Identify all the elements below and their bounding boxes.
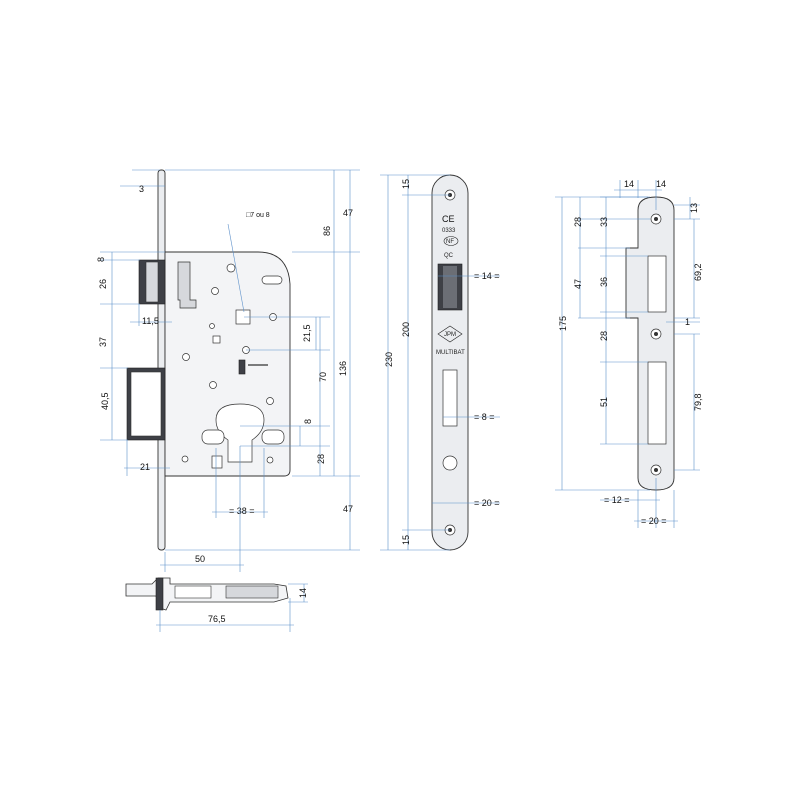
dim-faceplate-plate-width: = 20 =	[474, 498, 500, 508]
dim-strike-edge-13: 13	[689, 203, 699, 213]
case-slot	[261, 275, 283, 285]
qc-mark: QC	[444, 253, 454, 259]
dim-faceplate-thickness: 3	[139, 184, 144, 194]
dim-strike-total-height: 175	[558, 316, 568, 331]
dim-strike-step-1: 1	[685, 317, 690, 327]
latch-bolt-face	[145, 261, 159, 303]
key-slot	[238, 359, 246, 375]
cylinder-cutout	[215, 403, 265, 463]
lock-body-view: □7 ou 8	[126, 169, 291, 551]
dim-faceplate-bolt-width: = 8 =	[474, 412, 495, 422]
dead-bolt-face	[130, 371, 162, 437]
dim-top-margin: 47	[343, 208, 353, 218]
cylinder-cam-slot	[261, 429, 285, 445]
faceplate-view: CE 0333 NF QC JPM MULTIBAT	[431, 174, 469, 551]
strike-plate-body	[625, 196, 675, 491]
strike-screw-hole-inner	[654, 332, 658, 336]
strike-plate-dimensions: 175 28 47 33 36 28 51 14 14 13 69,2 1	[555, 179, 703, 528]
dim-total-width: 76,5	[208, 614, 226, 624]
dim-latch-offset: 8	[96, 257, 106, 262]
dim-follower-to-cylinder: 70	[318, 372, 328, 382]
case-hole	[211, 287, 219, 295]
dim-strike-bolt-opening: 51	[599, 397, 609, 407]
dim-latch-height: 26	[98, 279, 108, 289]
dim-depth: 14	[298, 588, 308, 598]
strike-latch-opening	[647, 255, 667, 313]
dim-bolt-height: 40,5	[100, 392, 110, 410]
dim-strike-lip-69-2: 69,2	[693, 263, 703, 281]
strike-plate-view	[625, 196, 675, 491]
case-hole	[266, 397, 274, 405]
lock-top-view: 76,5 14	[125, 577, 308, 632]
dim-faceplate-bottom-margin: 15	[401, 535, 411, 545]
dim-cylinder-offset-28: 28	[316, 454, 326, 464]
strike-screw-hole-inner	[654, 468, 658, 472]
dim-backset: 50	[195, 554, 205, 564]
latch-lever	[177, 261, 197, 309]
lock-top-detail	[174, 585, 212, 599]
dim-strike-bolt-79-8: 79,8	[693, 393, 703, 411]
faceplate-latch-inner	[443, 266, 457, 308]
strike-screw-hole-inner	[654, 217, 658, 221]
ce-mark: CE	[442, 214, 455, 224]
lock-top-faceplate	[155, 577, 164, 611]
lock-faceplate-edge	[157, 169, 166, 551]
dim-strike-center-12: = 12 =	[604, 495, 630, 505]
dim-follower-to-key: 21,5	[302, 324, 312, 342]
dim-body-height: 136	[338, 361, 348, 376]
nf-mark: NF	[446, 239, 454, 245]
dim-strike-latch-opening: 36	[599, 277, 609, 287]
dim-strike-offset-33: 33	[599, 217, 609, 227]
dim-top-to-follower: 86	[322, 226, 332, 236]
case-hole	[266, 456, 274, 464]
case-hole	[209, 381, 217, 389]
faceplate-bolt-opening	[442, 369, 458, 427]
range-mark: MULTIBAT	[436, 350, 465, 356]
dim-cylinder-width: = 38 =	[229, 506, 255, 516]
dim-strike-width-14-left: 14	[624, 179, 634, 189]
case-slot	[211, 455, 223, 469]
faceplate-dimensions: 230 200 15 15 = 14 = = 8 = = 20 =	[380, 174, 500, 551]
dim-strike-offset-28-top: 28	[573, 217, 583, 227]
case-hole	[181, 455, 189, 463]
dim-latch-projection: 11,5	[142, 316, 159, 326]
dim-strike-offset-28-mid: 28	[599, 331, 609, 341]
brand-mark: JPM	[444, 332, 456, 338]
dim-faceplate-hole-pitch: 200	[401, 322, 411, 337]
dim-latch-to-bolt: 37	[98, 337, 108, 347]
case-square	[212, 335, 221, 344]
case-hole	[226, 263, 236, 273]
brand-logo	[437, 325, 463, 343]
strike-bolt-opening	[647, 361, 667, 445]
dim-cylinder-offset-8: 8	[303, 419, 313, 424]
lock-body-dimensions: 47 86 21,5 70 136 8 28 47 3 8 26 37 40,5…	[96, 169, 360, 572]
nf-logo	[443, 236, 459, 246]
dim-strike-offset-47: 47	[573, 279, 583, 289]
dim-bottom-margin: 47	[343, 504, 353, 514]
dim-faceplate-total-height: 230	[384, 352, 394, 367]
case-hole	[209, 323, 215, 329]
square-label: □7 ou 8	[246, 212, 270, 219]
faceplate-cylinder-slot	[442, 455, 458, 471]
case-hole	[182, 353, 190, 361]
dim-bolt-projection: 21	[140, 462, 150, 472]
dim-faceplate-latch-width: = 14 =	[474, 271, 500, 281]
cert-code: 0333	[442, 228, 456, 234]
cylinder-cam-slot	[201, 429, 225, 445]
lock-top-detail	[225, 585, 279, 599]
dim-strike-plate-20: = 20 =	[641, 516, 667, 526]
dim-faceplate-top-margin: 15	[401, 179, 411, 189]
dim-strike-width-14-right: 14	[656, 179, 666, 189]
